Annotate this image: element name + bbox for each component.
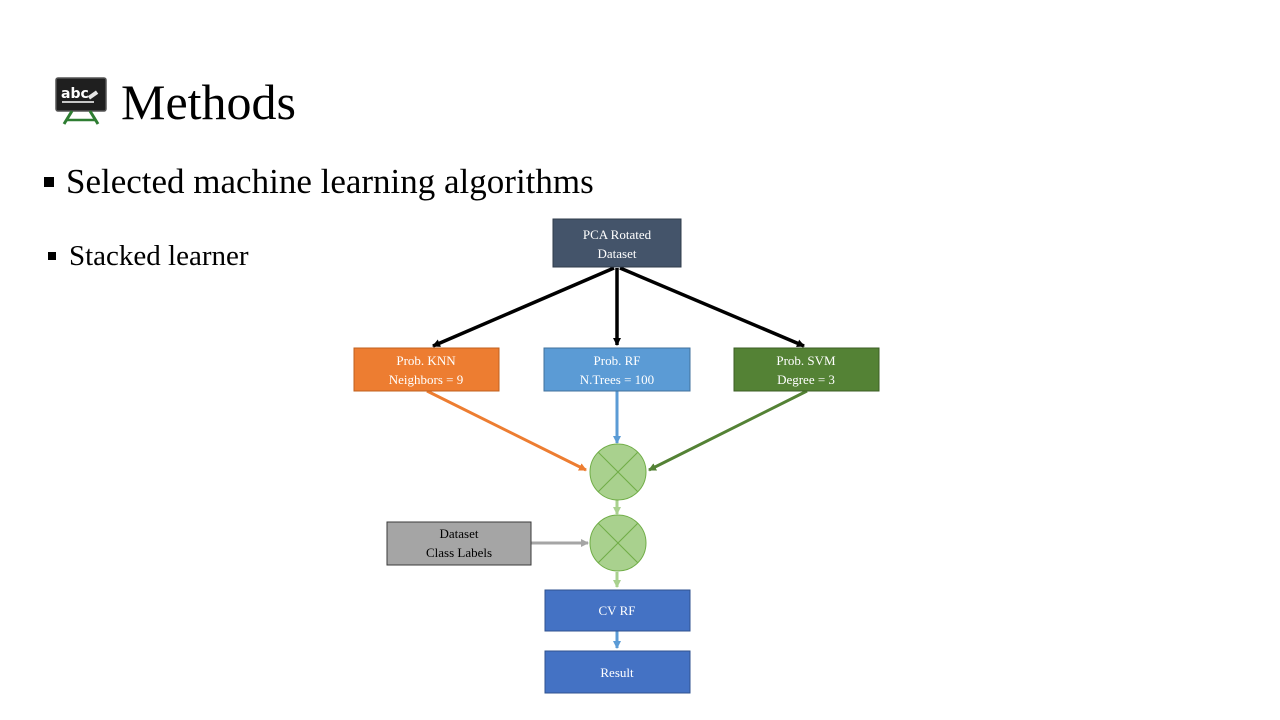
node-label: Dataset [598, 246, 637, 261]
node-label: Dataset [440, 526, 479, 541]
edge-pca-knn [432, 266, 615, 348]
node-label: Prob. KNN [396, 353, 456, 368]
edge-knn-combine [426, 389, 587, 472]
bullet-text: Selected machine learning algorithms [66, 162, 594, 201]
bullet-square-icon [44, 177, 54, 187]
sub-bullet-text: Stacked learner [69, 239, 249, 272]
node-prob-svm: Prob. SVM Degree = 3 [733, 347, 880, 392]
node-label: Degree = 3 [777, 372, 835, 387]
node-label: Class Labels [426, 545, 492, 560]
node-label: Neighbors = 9 [389, 372, 464, 387]
node-pca-rotated-dataset: PCA Rotated Dataset [552, 218, 682, 268]
edge-pca-svm [619, 266, 805, 348]
node-result: Result [544, 650, 691, 694]
combiner-node-2 [589, 514, 647, 572]
node-label: Prob. RF [594, 353, 641, 368]
sub-bullet-item: Stacked learner [48, 236, 249, 276]
node-prob-knn: Prob. KNN Neighbors = 9 [353, 347, 500, 392]
node-label: PCA Rotated [583, 227, 652, 242]
node-cv-rf: CV RF [544, 589, 691, 632]
node-label: Prob. SVM [776, 353, 836, 368]
chalkboard-abc-icon: abc [55, 77, 107, 125]
node-label: CV RF [599, 603, 636, 618]
node-dataset-class-labels: Dataset Class Labels [386, 521, 532, 566]
bullet-item: Selected machine learning algorithms [44, 160, 594, 204]
node-label: N.Trees = 100 [580, 372, 654, 387]
combiner-node-1 [589, 443, 647, 501]
node-label: Result [600, 665, 634, 680]
node-prob-rf: Prob. RF N.Trees = 100 [543, 347, 691, 392]
bullet-square-icon [48, 252, 56, 260]
svg-text:abc: abc [61, 86, 89, 102]
edge-svm-combine [648, 389, 808, 472]
slide-title: Methods [121, 74, 296, 130]
